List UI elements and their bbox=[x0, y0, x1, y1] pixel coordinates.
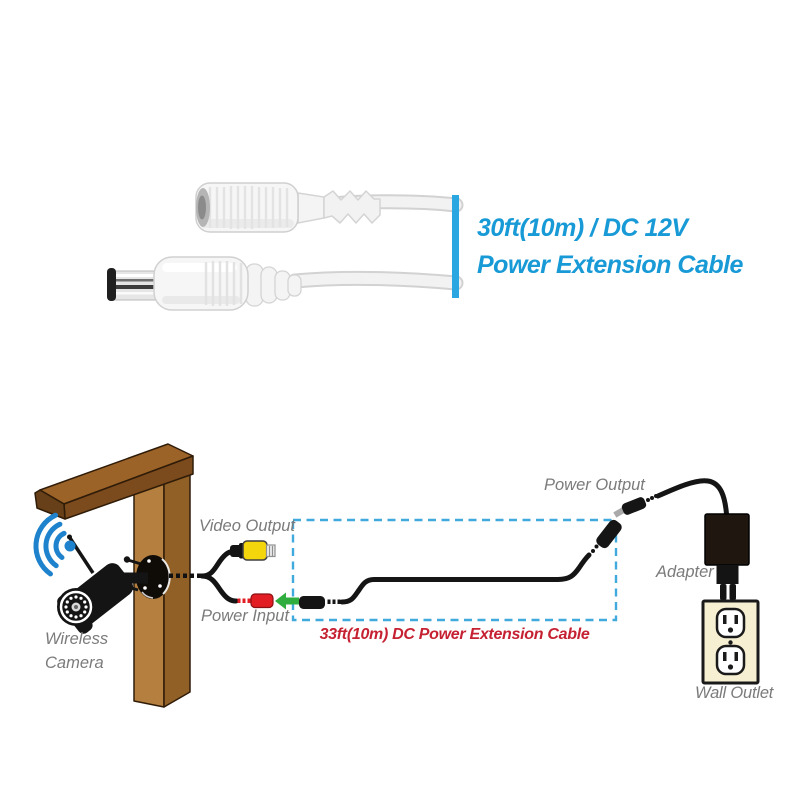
power-input-connector-icon bbox=[237, 593, 274, 609]
power-output-label: Power Output bbox=[544, 476, 645, 494]
adapter-icon bbox=[704, 513, 750, 600]
camera-icon bbox=[57, 534, 148, 634]
highlight-bar bbox=[452, 195, 459, 298]
wall-outlet-icon bbox=[701, 599, 760, 685]
white-cable-bottom bbox=[287, 270, 464, 291]
green-arrow-icon bbox=[275, 592, 299, 610]
wifi-icon bbox=[33, 512, 76, 577]
extension-cable-caption: 33ft(10m) DC Power Extension Cable bbox=[319, 626, 590, 643]
female-dc-connector bbox=[195, 182, 381, 233]
wireless-camera-label: Wireless Camera bbox=[45, 627, 108, 675]
adapter-output-connector-icon bbox=[613, 478, 729, 518]
dotted-cable-segment bbox=[169, 573, 201, 578]
camera-ir-leds bbox=[64, 595, 88, 619]
dashed-cable-box bbox=[291, 518, 618, 622]
camera-pigtail-cable bbox=[199, 548, 239, 604]
wood-beam bbox=[34, 443, 194, 520]
wireless-camera-label-line2: Camera bbox=[45, 654, 104, 672]
extension-cable bbox=[299, 519, 622, 609]
adapter-label: Adapter bbox=[656, 563, 714, 581]
video-output-label: Video Output bbox=[199, 517, 296, 535]
wall-outlet-label: Wall Outlet bbox=[695, 684, 774, 702]
male-dc-connector bbox=[107, 256, 302, 311]
headline-line1: 30ft(10m) / DC 12V bbox=[477, 214, 688, 242]
headline-line2: Power Extension Cable bbox=[477, 251, 743, 279]
power-input-label: Power Input bbox=[201, 607, 290, 625]
wireless-camera-label-line1: Wireless bbox=[45, 630, 109, 648]
rca-video-connector-icon bbox=[230, 540, 276, 561]
cable-photo bbox=[107, 182, 464, 311]
